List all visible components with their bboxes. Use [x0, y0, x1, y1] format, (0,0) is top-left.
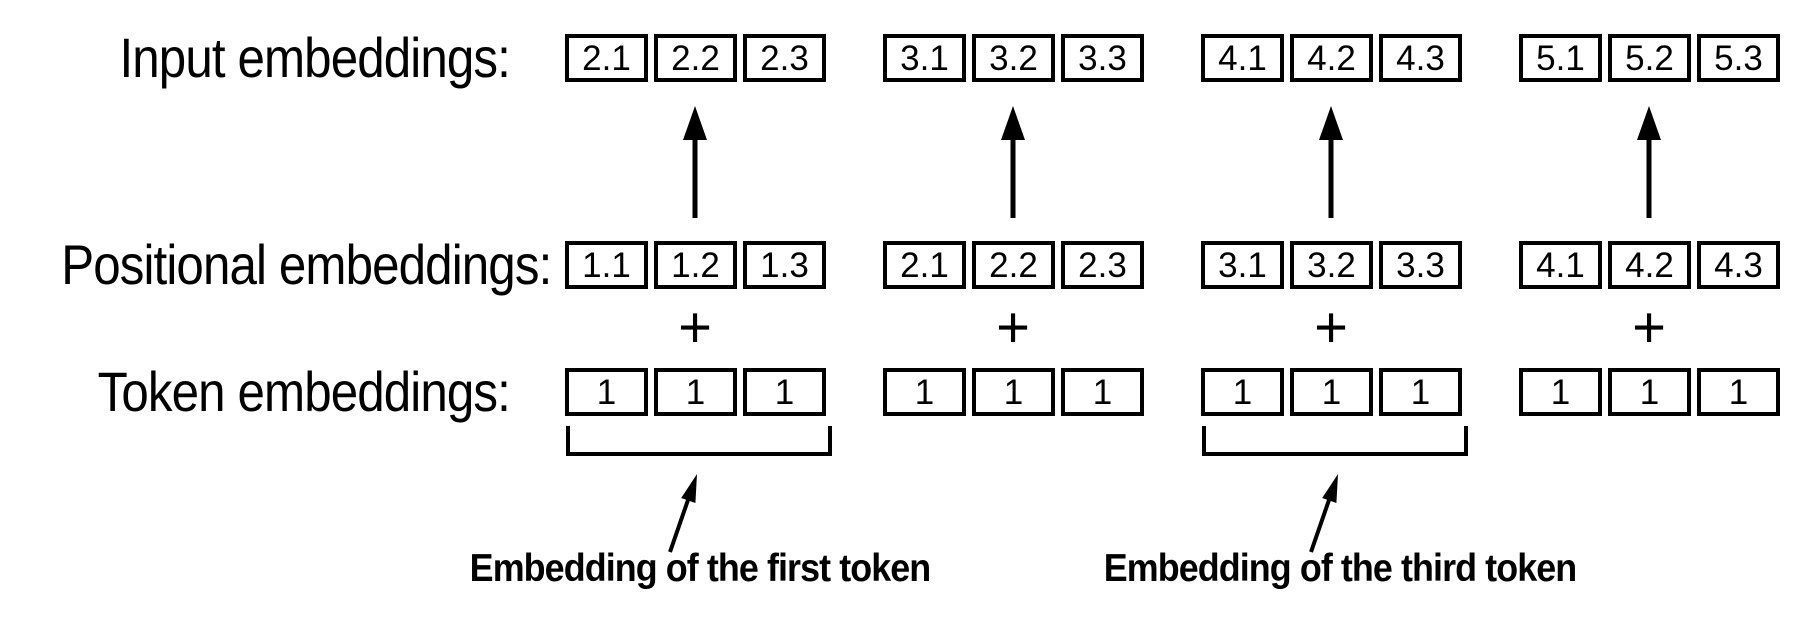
vector-cell: 1.1 [565, 241, 648, 289]
up-arrow-icon [1001, 106, 1025, 218]
annotation-arrow-icon [1309, 474, 1338, 553]
annotation-arrow-icon [668, 474, 697, 553]
positional-embedding-vector-2: 2.1 2.2 2.3 [883, 241, 1144, 289]
vector-cell: 2.3 [1061, 241, 1144, 289]
vector-cell: 2.3 [743, 34, 826, 82]
plus-operator: + [1632, 295, 1666, 360]
positional-embedding-vector-3: 3.1 3.2 3.3 [1201, 241, 1462, 289]
positional-embedding-vector-1: 1.1 1.2 1.3 [565, 241, 826, 289]
vector-cell: 3.2 [972, 34, 1055, 82]
vector-cell: 5.3 [1697, 34, 1780, 82]
plus-operator: + [1314, 295, 1348, 360]
vector-cell: 3.3 [1379, 241, 1462, 289]
token-embedding-vector-4: 1 1 1 [1519, 368, 1780, 416]
vector-cell: 1.3 [743, 241, 826, 289]
row-label-input-embeddings: Input embeddings: [119, 26, 511, 89]
vector-cell: 1 [565, 368, 648, 416]
vector-cell: 4.1 [1201, 34, 1284, 82]
vector-cell: 2.1 [565, 34, 648, 82]
vector-cell: 3.3 [1061, 34, 1144, 82]
vector-cell: 1 [1608, 368, 1691, 416]
up-arrow-icon [683, 106, 707, 218]
vector-cell: 1 [654, 368, 737, 416]
token-embedding-vector-1: 1 1 1 [565, 368, 826, 416]
token-embedding-vector-3: 1 1 1 [1201, 368, 1462, 416]
vector-cell: 4.3 [1379, 34, 1462, 82]
vector-cell: 3.1 [1201, 241, 1284, 289]
vector-cell: 2.2 [654, 34, 737, 82]
up-arrow-icon [1637, 106, 1661, 218]
vector-cell: 1 [1519, 368, 1602, 416]
annotation-label-third-token: Embedding of the third token [1103, 547, 1577, 590]
annotation-label-first-token: Embedding of the first token [469, 547, 932, 590]
vector-cell: 1 [1379, 368, 1462, 416]
vector-cell: 4.1 [1519, 241, 1602, 289]
vector-cell: 1 [883, 368, 966, 416]
vector-cell: 3.1 [883, 34, 966, 82]
vector-cell: 5.2 [1608, 34, 1691, 82]
vector-cell: 3.2 [1290, 241, 1373, 289]
plus-operator: + [996, 295, 1030, 360]
positional-embedding-vector-4: 4.1 4.2 4.3 [1519, 241, 1780, 289]
vector-cell: 1 [972, 368, 1055, 416]
vector-cell: 1 [1201, 368, 1284, 416]
vector-cell: 2.2 [972, 241, 1055, 289]
vector-cell: 1.2 [654, 241, 737, 289]
input-embedding-vector-4: 5.1 5.2 5.3 [1519, 34, 1780, 82]
input-embedding-vector-1: 2.1 2.2 2.3 [565, 34, 826, 82]
row-label-positional-embeddings: Positional embeddings: [61, 233, 552, 296]
row-label-token-embeddings: Token embeddings: [97, 360, 511, 423]
vector-cell: 4.2 [1608, 241, 1691, 289]
input-embedding-vector-2: 3.1 3.2 3.3 [883, 34, 1144, 82]
token-embedding-vector-2: 1 1 1 [883, 368, 1144, 416]
vector-cell: 1 [1061, 368, 1144, 416]
up-arrow-icon [1319, 106, 1343, 218]
vector-cell: 1 [1290, 368, 1373, 416]
vector-cell: 2.1 [883, 241, 966, 289]
input-embedding-vector-3: 4.1 4.2 4.3 [1201, 34, 1462, 82]
underbrace-bracket [566, 426, 832, 456]
plus-operator: + [678, 295, 712, 360]
vector-cell: 5.1 [1519, 34, 1602, 82]
vector-cell: 1 [743, 368, 826, 416]
vector-cell: 4.3 [1697, 241, 1780, 289]
vector-cell: 4.2 [1290, 34, 1373, 82]
vector-cell: 1 [1697, 368, 1780, 416]
underbrace-bracket [1202, 426, 1468, 456]
